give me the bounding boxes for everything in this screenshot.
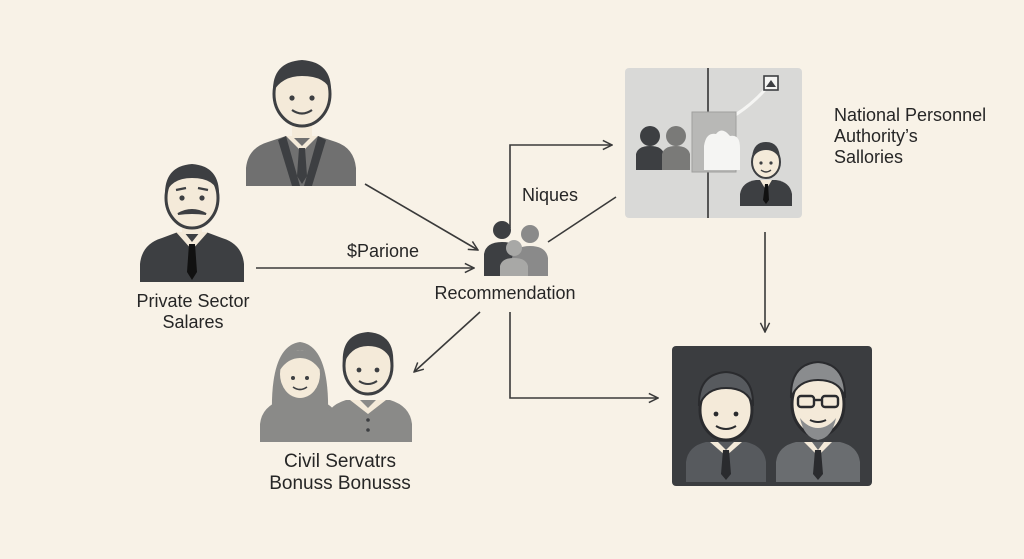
businessman-mustache-icon	[140, 164, 244, 282]
private-sector-label: Private Sector Salares	[118, 291, 268, 333]
connectors	[256, 145, 765, 398]
civil-servants-label-line2: Bonuss Bonusss	[269, 473, 411, 495]
npa-label-line3: Sallories	[834, 147, 904, 168]
npa-label-line1: National Personnel	[834, 105, 987, 125]
group-recommendation-icon	[484, 221, 548, 276]
line-center-to-npa-panel	[547, 196, 617, 243]
recommendation-label: Recommendation	[434, 283, 576, 303]
npa-label-line2: Authority’s	[834, 126, 918, 147]
arrow-center-to-officials	[509, 312, 658, 398]
private-sector-label-line1: Private Sector	[136, 291, 250, 311]
npa-chart-panel-icon	[625, 68, 802, 218]
businessman-top-icon	[246, 60, 356, 186]
npa-label: National Personnel Authority’s Sallories	[834, 105, 1014, 169]
civil-servants-label-line1: Civil Servatrs	[284, 451, 396, 472]
officials-dark-panel-icon	[672, 346, 872, 486]
arrow-center-to-npa	[509, 145, 612, 228]
private-sector-label-line2: Salares	[162, 312, 224, 333]
comparison-edge-label: $Parione	[347, 241, 420, 261]
niques-edge-label: Niques	[522, 185, 579, 205]
civil-servants-label: Civil Servatrs Bonuss Bonusss	[250, 451, 430, 496]
arrow-top-person-to-center	[364, 183, 478, 250]
arrow-center-to-civil-servants	[414, 311, 481, 372]
civil-servants-pair-icon	[260, 332, 412, 442]
